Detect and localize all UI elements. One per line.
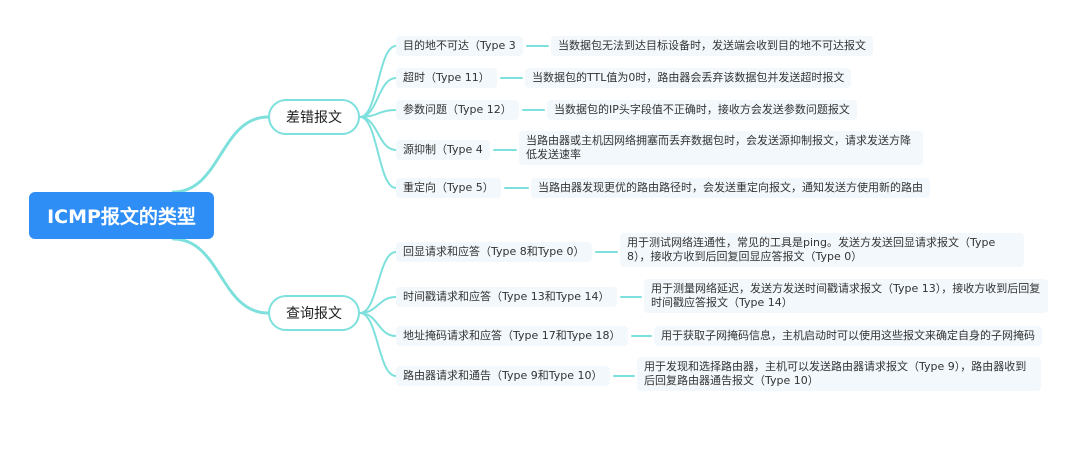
leaf-address-mask-request-reply[interactable]: 地址掩码请求和应答（Type 17和Type 18）	[396, 326, 628, 346]
desc-timestamp-request-reply: 用于测量网络延迟，发送方发送时间戳请求报文（Type 13），接收方收到后回复时…	[644, 279, 1048, 313]
branch-query-messages-to-leaf-router-solicitation-advertisement-link	[359, 312, 397, 377]
branch-query-messages[interactable]: 查询报文	[268, 295, 360, 331]
desc-redirect: 当路由器发现更优的路由路径时，会发送重定向报文，通知发送方使用新的路由	[531, 178, 930, 198]
root-node[interactable]: ICMP报文的类型	[29, 192, 214, 239]
leaf-destination-unreachable[interactable]: 目的地不可达（Type 3	[396, 36, 523, 56]
desc-echo-request-reply: 用于测试网络连通性，常见的工具是ping。发送方发送回显请求报文（Type 8）…	[620, 233, 1024, 267]
root-to-branch-error-messages-link	[171, 115, 270, 194]
leaf-router-solicitation-advertisement[interactable]: 路由器请求和通告（Type 9和Type 10）	[396, 366, 610, 386]
desc-address-mask-request-reply: 用于获取子网掩码信息，主机启动时可以使用这些报文来确定自身的子网掩码	[654, 326, 1042, 346]
branch-error-messages-to-leaf-redirect-link	[359, 116, 397, 189]
leaf-parameter-problem[interactable]: 参数问题（Type 12）	[396, 100, 519, 120]
desc-router-solicitation-advertisement: 用于发现和选择路由器，主机可以发送路由器请求报文（Type 9），路由器收到后回…	[637, 357, 1041, 391]
desc-destination-unreachable: 当数据包无法到达目标设备时，发送端会收到目的地不可达报文	[551, 36, 873, 56]
desc-time-exceeded: 当数据包的TTL值为0时，路由器会丢弃该数据包并发送超时报文	[525, 68, 852, 88]
leaf-timestamp-request-reply[interactable]: 时间戳请求和应答（Type 13和Type 14）	[396, 287, 617, 307]
leaf-echo-request-reply[interactable]: 回显请求和应答（Type 8和Type 0）	[396, 242, 592, 262]
branch-query-messages-to-leaf-echo-request-reply-link	[359, 251, 397, 314]
leaf-time-exceeded[interactable]: 超时（Type 11）	[396, 68, 497, 88]
branch-error-messages-to-leaf-source-quench-link	[359, 116, 397, 151]
root-to-branch-query-messages-link	[171, 237, 270, 315]
leaf-source-quench[interactable]: 源抑制（Type 4	[396, 140, 490, 160]
desc-parameter-problem: 当数据包的IP头字段值不正确时，接收方会发送参数问题报文	[547, 100, 857, 120]
leaf-redirect[interactable]: 重定向（Type 5）	[396, 178, 501, 198]
desc-source-quench: 当路由器或主机因网络拥塞而丢弃数据包时，会发送源抑制报文，请求发送方降低发送速率	[519, 131, 923, 165]
branch-error-messages[interactable]: 差错报文	[268, 99, 360, 135]
branch-error-messages-to-leaf-destination-unreachable-link	[359, 45, 397, 118]
